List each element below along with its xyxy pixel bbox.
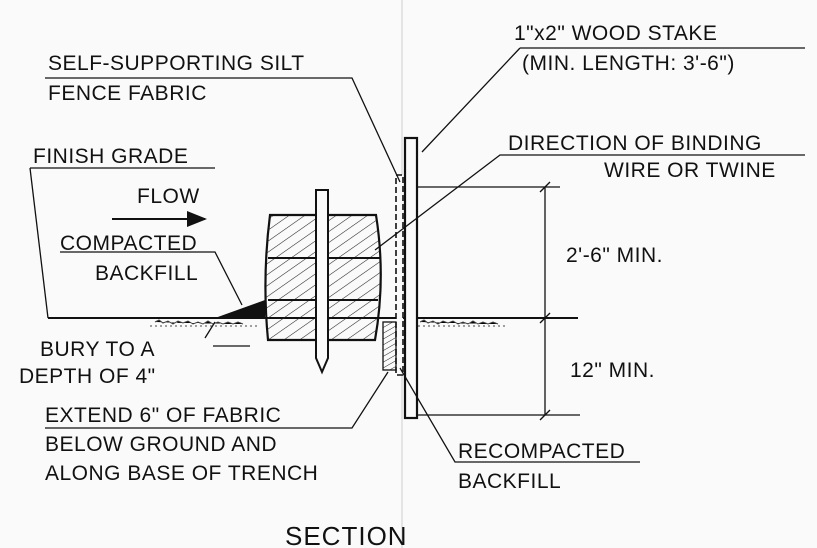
extend-label-line1: EXTEND 6" OF FABRIC xyxy=(45,404,281,427)
leader-stake xyxy=(421,47,805,153)
dim-tick-top xyxy=(539,181,551,193)
recompacted-label-line2: BACKFILL xyxy=(458,470,561,493)
extend-label-line2: BELOW GROUND AND xyxy=(45,433,277,456)
flow-label: FLOW xyxy=(137,185,200,208)
dim-tick-mid xyxy=(539,312,551,324)
compacted-label-line2: BACKFILL xyxy=(95,262,198,285)
bury-label-line2: DEPTH OF 4" xyxy=(19,365,156,388)
silt-fence-fabric xyxy=(395,174,404,376)
bury-label-line1: BURY TO A xyxy=(40,338,155,361)
wood-stake xyxy=(403,136,419,420)
extend-label-line3: ALONG BASE OF TRENCH xyxy=(45,462,318,485)
bale-stake xyxy=(315,189,329,375)
compacted-label-line1: COMPACTED xyxy=(60,232,197,255)
stake-label-line1: 1"x2" WOOD STAKE xyxy=(514,22,717,45)
finish-grade-label: FINISH GRADE xyxy=(33,145,188,168)
dimension-above-grade: 2'-6" MIN. xyxy=(566,244,663,267)
fabric-extension-trench xyxy=(382,321,397,371)
leader-fabric xyxy=(45,77,401,183)
binding-label-line2: WIRE OR TWINE xyxy=(604,159,776,182)
leader-extend-fabric xyxy=(45,371,389,429)
leader-binding xyxy=(374,154,805,251)
leader-compacted-backfill xyxy=(60,251,243,306)
fabric-label-line1: SELF-SUPPORTING SILT xyxy=(48,52,305,75)
recompacted-label-line1: RECOMPACTED xyxy=(458,440,625,463)
soil-texture-right xyxy=(418,319,508,327)
section-title: SECTION xyxy=(285,521,408,548)
compacted-backfill-wedge xyxy=(215,300,265,318)
stake-label-line2: (MIN. LENGTH: 3'-6") xyxy=(522,52,735,75)
leader-finish-grade xyxy=(29,167,215,319)
binding-label-line1: DIRECTION OF BINDING xyxy=(508,132,762,155)
dim-tick-bottom xyxy=(539,409,551,421)
leader-recompacted-backfill xyxy=(399,367,640,463)
soil-texture-left xyxy=(150,319,260,327)
fabric-label-line2: FENCE FABRIC xyxy=(48,82,207,105)
leader-bury-depth xyxy=(204,321,250,347)
dimension-below-grade: 12" MIN. xyxy=(570,359,655,382)
